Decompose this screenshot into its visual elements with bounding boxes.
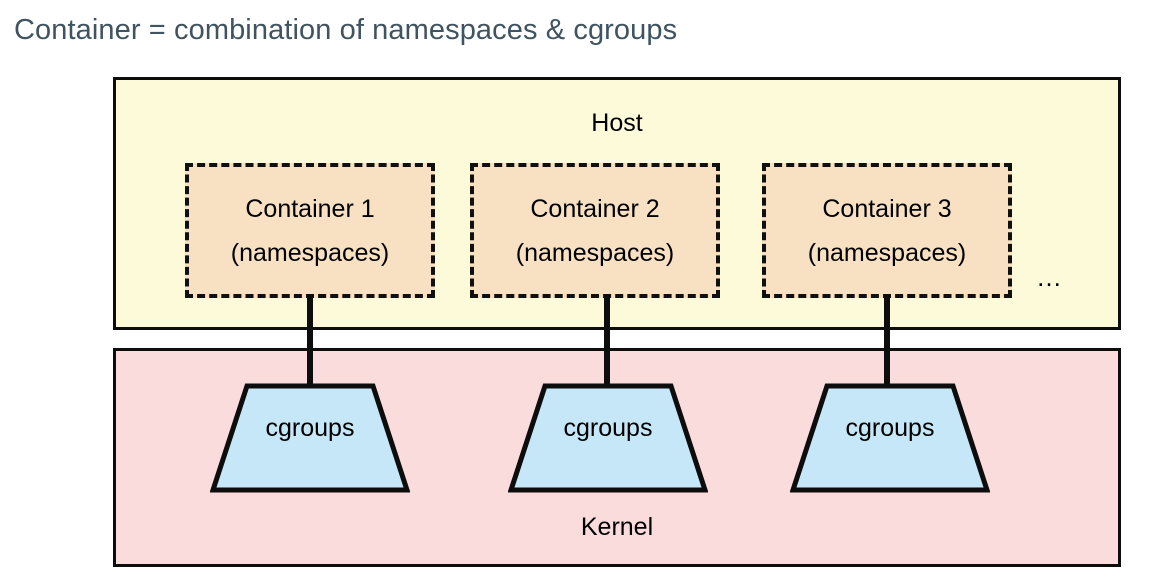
- trapezoid-shape-icon: [790, 383, 990, 493]
- container-box-2: Container 2 (namespaces): [470, 163, 720, 298]
- connector-line-container-3-cgroups: [884, 294, 890, 388]
- container-box-1: Container 1 (namespaces): [185, 163, 435, 298]
- container-title: Container 3: [822, 194, 952, 223]
- kernel-label: Kernel: [580, 513, 654, 541]
- more-containers-ellipsis: …: [1036, 262, 1063, 292]
- cgroups-trapezoid-1: cgroups: [210, 383, 410, 493]
- container-subtitle: (namespaces): [230, 238, 390, 267]
- cgroups-trapezoid-3: cgroups: [790, 383, 990, 493]
- container-box-3: Container 3 (namespaces): [762, 163, 1012, 298]
- cgroups-trapezoid-2: cgroups: [508, 383, 708, 493]
- connector-line-container-1-cgroups: [307, 294, 313, 388]
- container-title: Container 2: [530, 194, 660, 223]
- container-title: Container 1: [245, 194, 375, 223]
- container-subtitle: (namespaces): [515, 238, 675, 267]
- connector-line-container-2-cgroups: [604, 294, 610, 388]
- host-label: Host: [591, 109, 643, 137]
- container-subtitle: (namespaces): [807, 238, 967, 267]
- page-title: Container = combination of namespaces & …: [14, 14, 678, 46]
- trapezoid-shape-icon: [210, 383, 410, 493]
- trapezoid-shape-icon: [508, 383, 708, 493]
